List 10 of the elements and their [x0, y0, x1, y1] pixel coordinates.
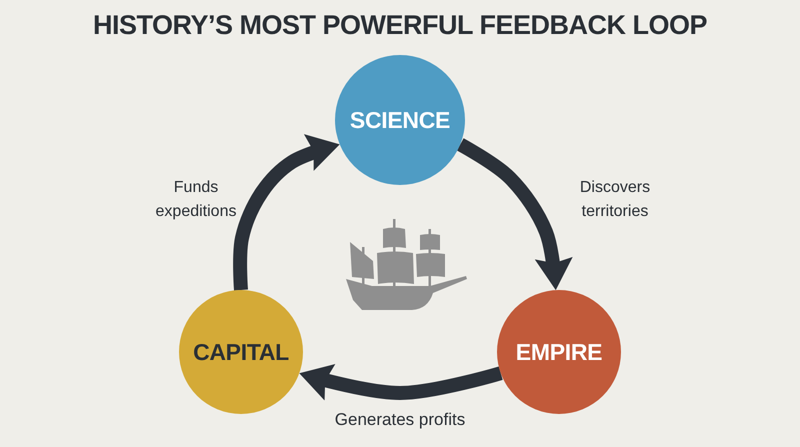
arrow — [456, 138, 573, 291]
title: HISTORY’S MOST POWERFUL FEEDBACK LOOP — [92, 10, 708, 40]
node-label: EMPIRE — [516, 338, 602, 366]
edge-label: Funds expeditions — [154, 178, 238, 222]
arrow — [297, 364, 503, 400]
arrow — [233, 134, 342, 290]
edge-label: Generates profits — [334, 409, 466, 431]
edge-label: Discovers territories — [578, 178, 652, 222]
node-label: CAPITAL — [193, 338, 289, 366]
node-label: SCIENCE — [350, 106, 450, 134]
